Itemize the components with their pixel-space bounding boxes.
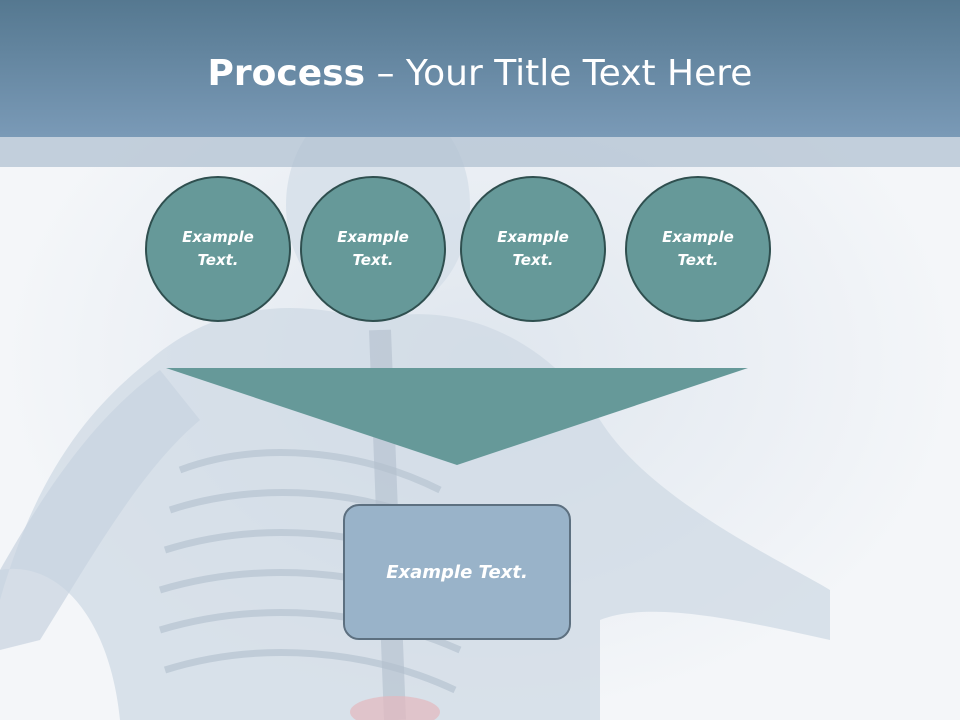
step-circle-3-label: Example Text. [497,228,569,269]
title-accent-band [0,137,960,167]
slide-title: Process – Your Title Text Here [0,52,960,96]
title-bold-part: Process [207,53,366,94]
result-box: Example Text. [343,504,571,640]
step-circle-1-label: Example Text. [182,228,254,269]
step-circle-4: Example Text. [625,176,771,322]
step-circle-2-label: Example Text. [337,228,409,269]
title-rest-part: – Your Title Text Here [365,53,753,94]
step-circle-1: Example Text. [145,176,291,322]
title-bar [0,0,960,137]
step-circle-2: Example Text. [300,176,446,322]
result-box-label: Example Text. [386,561,528,583]
step-circle-3: Example Text. [460,176,606,322]
step-circle-4-label: Example Text. [662,228,734,269]
